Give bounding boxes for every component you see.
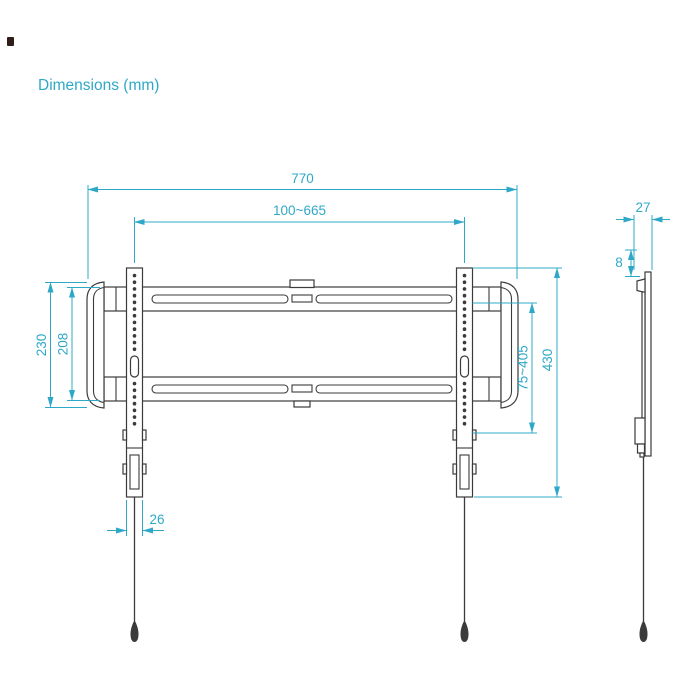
right-rail-tab xyxy=(452,463,458,475)
bottom-bar-slot-right xyxy=(315,384,453,394)
right-rail xyxy=(452,267,477,642)
dimension-208: 208 xyxy=(56,287,100,401)
extension-lines xyxy=(472,267,562,498)
page-title: Dimensions (mm) xyxy=(38,77,160,94)
top-center-tab xyxy=(289,279,315,289)
side-rail-profile xyxy=(641,291,646,419)
top-bar xyxy=(103,286,502,312)
extension-lines xyxy=(625,249,640,277)
dim-label-100-665: 100~665 xyxy=(273,203,326,218)
extension-lines xyxy=(633,215,653,270)
dim-label-75-405: 75~405 xyxy=(516,345,531,390)
left-rail xyxy=(122,267,147,642)
top-bar-slot-right xyxy=(315,294,453,304)
right-rail-tab xyxy=(471,429,477,441)
dimension-230: 230 xyxy=(34,282,87,408)
dimension-75-405: 75~405 xyxy=(472,302,537,434)
side-top-hook xyxy=(636,278,646,294)
left-rail-tab xyxy=(141,429,147,441)
side-cord-pull-tip xyxy=(639,620,648,642)
right-rail-slot xyxy=(459,355,470,378)
right-cord-pull-tip xyxy=(460,620,469,642)
dim-label-770: 770 xyxy=(291,171,314,186)
dim-label-26: 26 xyxy=(149,512,164,527)
dimension-8: 8 xyxy=(615,249,640,277)
bottom-center-tab xyxy=(293,400,311,408)
dimension-27: 27 xyxy=(616,200,670,270)
extension-lines xyxy=(87,185,518,279)
right-rail-lock-strip xyxy=(459,454,470,490)
side-lock-foot xyxy=(639,452,645,458)
dimension-770: 770 xyxy=(87,171,518,279)
left-end-cap xyxy=(86,281,105,409)
dim-label-430: 430 xyxy=(540,349,555,372)
side-lock-block xyxy=(634,417,646,445)
top-bar-center-plate xyxy=(291,294,313,303)
left-rail-tab xyxy=(122,429,128,441)
dim-label-230: 230 xyxy=(34,334,49,357)
dimension-100-665: 100~665 xyxy=(134,203,465,263)
side-wall-plate xyxy=(644,271,652,457)
right-rail-tab xyxy=(452,429,458,441)
left-cord-pull-tip xyxy=(130,620,139,642)
left-rail-lock-strip xyxy=(129,454,140,490)
extension-lines xyxy=(134,217,465,263)
right-rail-tab xyxy=(471,463,477,475)
left-rail-slot xyxy=(129,355,140,378)
bottom-bar-center-plate xyxy=(291,384,313,393)
bottom-bar-slot-left xyxy=(151,384,289,394)
side-lock-lower xyxy=(636,443,646,454)
side-view xyxy=(634,271,652,642)
dim-label-27: 27 xyxy=(635,200,650,215)
extension-lines xyxy=(472,302,537,434)
left-rail-tab xyxy=(122,463,128,475)
dimension-26: 26 xyxy=(107,500,165,536)
bar-fold-lines xyxy=(115,287,490,401)
right-end-cap-inner xyxy=(500,286,513,404)
left-rail-tab xyxy=(141,463,147,475)
corner-speck xyxy=(7,37,14,46)
right-end-cap xyxy=(500,281,519,409)
dimension-annotations: 770 100~665 230 208 75~405 xyxy=(34,171,670,536)
dimension-430: 430 xyxy=(472,267,562,498)
top-bar-slot-left xyxy=(151,294,289,304)
front-view xyxy=(86,267,519,642)
bottom-bar xyxy=(103,376,502,402)
dim-label-208: 208 xyxy=(56,333,71,356)
dim-label-8: 8 xyxy=(615,255,623,270)
